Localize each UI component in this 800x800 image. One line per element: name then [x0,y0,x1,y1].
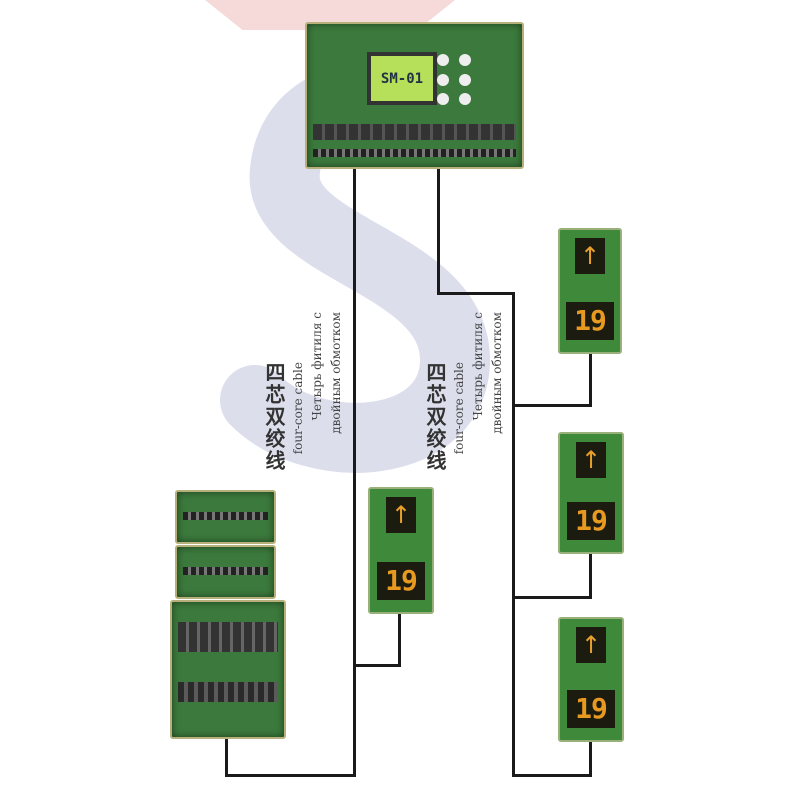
up-arrow-icon: ↑ [575,238,605,274]
up-arrow-icon: ↑ [576,627,606,663]
cable-right [512,596,592,599]
cable-left [225,735,228,777]
cable-label-right: 四芯双绞线 four-core cable Четырь фитиля с дв… [423,312,504,472]
main-control-board: SM-01 [305,22,524,169]
relay-row [313,124,516,140]
label-russian-2: двойным обмотком [329,312,343,434]
cable-right [589,550,592,599]
cable-right [437,292,515,295]
floor-display-left: ↑ 19 [368,487,434,614]
label-chinese: 四芯双绞线 [262,362,286,472]
car-board-1 [175,490,276,544]
lcd-screen: SM-01 [367,52,437,105]
button-pad [437,54,477,109]
car-main-board [170,600,286,739]
floor-number: 19 [567,690,615,728]
floor-number: 19 [377,562,425,600]
floor-number: 19 [566,302,614,340]
floor-display-middle: ↑ 19 [558,432,624,554]
label-chinese: 四芯双绞线 [423,362,447,472]
cable-label-left: 四芯双绞线 four-core cable Четырь фитиля с дв… [262,312,343,472]
up-arrow-icon: ↑ [576,442,606,478]
floor-display-bottom: ↑ 19 [558,617,624,742]
floor-display-top: ↑ 19 [558,228,622,354]
cable-left [398,610,401,667]
floor-number: 19 [567,502,615,540]
cable-right [589,738,592,777]
cable-left [353,664,401,667]
label-russian-1: Четырь фитиля с [471,312,485,421]
label-russian-2: двойным обмотком [490,312,504,434]
cable-left [353,165,356,777]
label-english: four-core cable [452,362,466,455]
cable-right [437,165,440,295]
label-russian-1: Четырь фитиля с [310,312,324,421]
label-english: four-core cable [291,362,305,455]
cable-left [225,774,356,777]
cable-right [512,774,592,777]
car-board-2 [175,545,276,599]
up-arrow-icon: ↑ [386,497,416,533]
cable-right [512,404,592,407]
cable-right [512,292,515,777]
cable-right [589,350,592,407]
terminal-row [313,149,516,157]
